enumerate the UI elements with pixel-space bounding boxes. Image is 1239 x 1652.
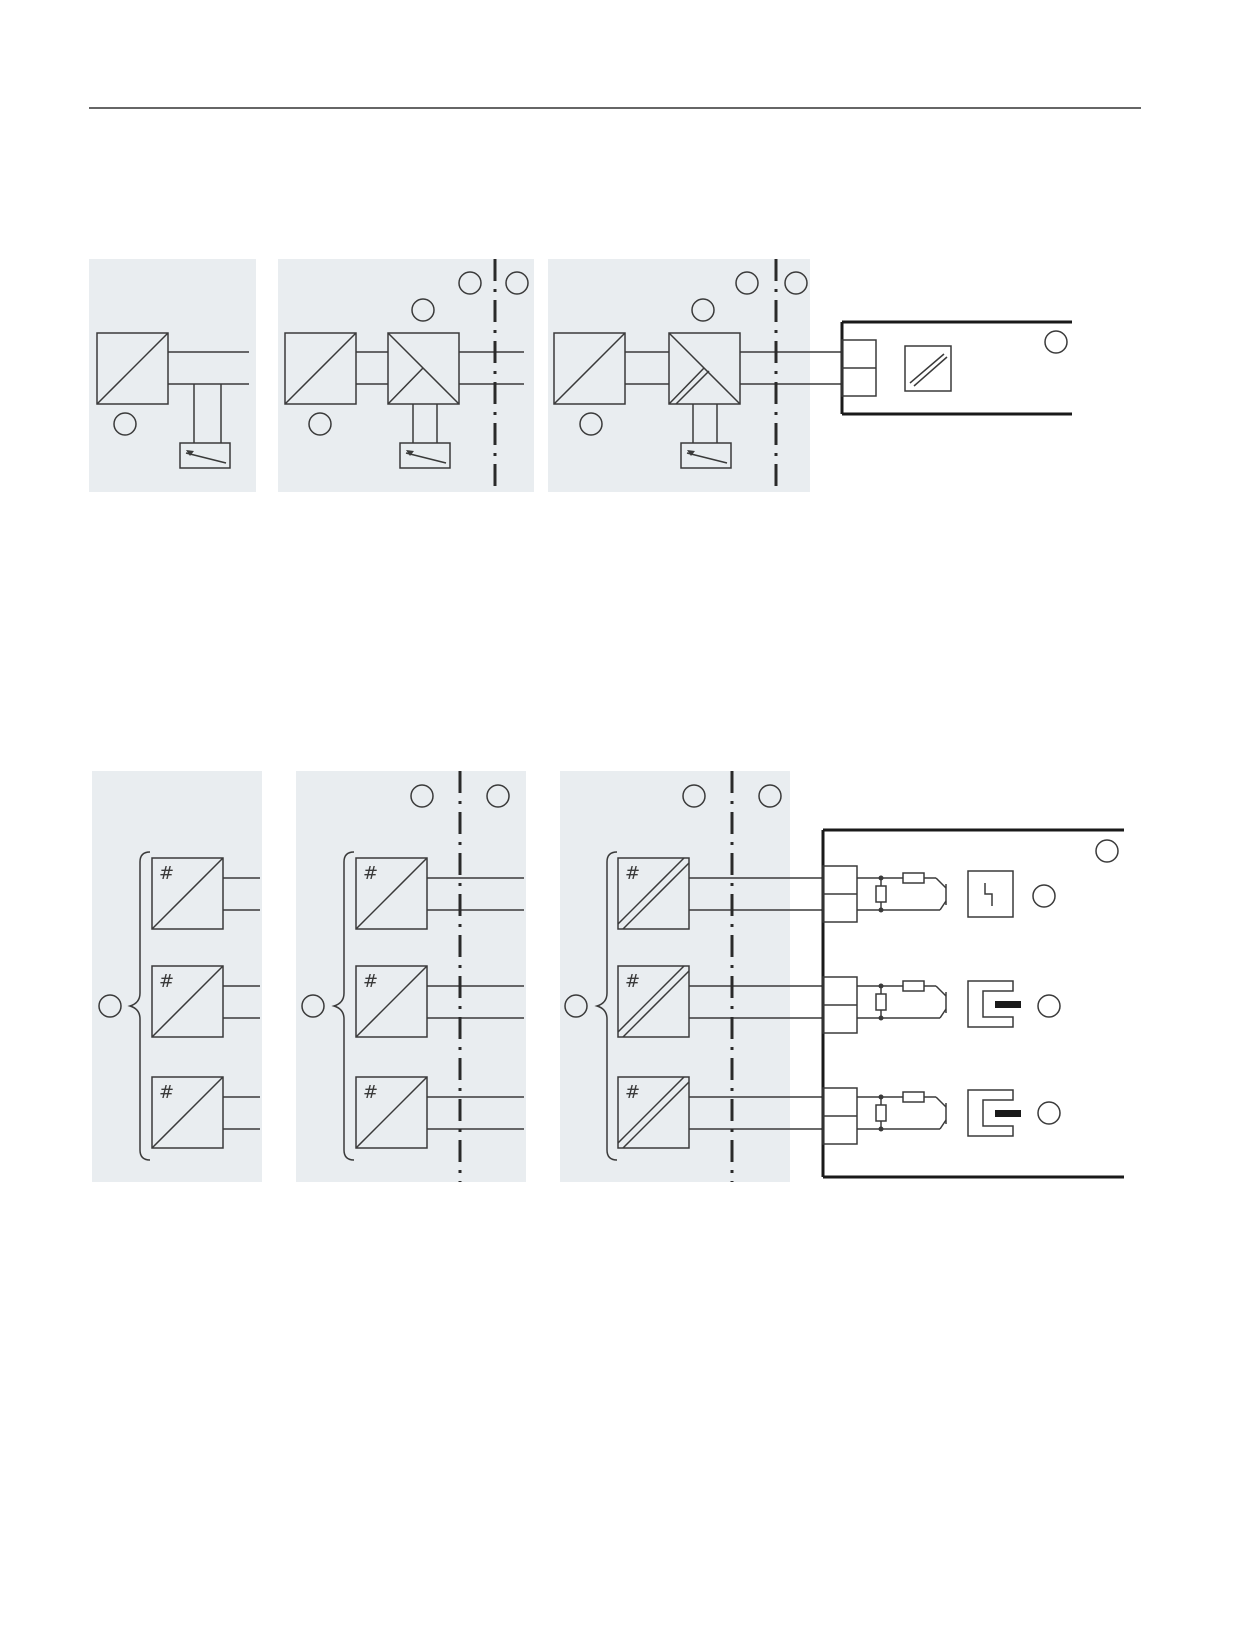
group-brace (331, 851, 355, 1161)
transistor-icon (935, 985, 947, 1019)
slot-sensor-icon (967, 980, 1014, 1028)
switch-contact-icon (967, 870, 1014, 918)
isolator-icon (668, 332, 741, 405)
converter-icon (904, 345, 952, 392)
converter-icon (617, 1076, 690, 1149)
converter-icon (617, 857, 690, 930)
lower-panel-2-content: # # # (301, 771, 524, 1182)
lower-panel-1-content: # # # (98, 851, 260, 1161)
converter-icon (151, 1076, 224, 1149)
upper-panel-2 (278, 259, 534, 492)
callout-circle-icon (564, 994, 588, 1018)
callout-circle-icon (1095, 839, 1119, 863)
lower-panel-3-content: # # # (564, 771, 823, 1182)
hash-label: # (159, 1082, 174, 1103)
upper-diagram (89, 259, 1072, 492)
transistor-icon (935, 1096, 947, 1130)
callout-circle-icon (1037, 1101, 1061, 1125)
upper-panel-3-content (553, 259, 842, 492)
channel-1 (822, 865, 1056, 923)
lower-panel-3 (560, 771, 790, 1182)
resistor-icon (875, 993, 887, 1011)
callout-circle-icon (1044, 330, 1068, 354)
hash-label: # (625, 971, 640, 992)
upper-panel-1-content (96, 332, 249, 469)
meter-icon (680, 442, 732, 469)
callout-circle-icon (579, 412, 603, 436)
upper-panel-3 (548, 259, 810, 492)
callout-circle-icon (784, 271, 808, 295)
converter-icon (151, 965, 224, 1038)
group-brace (127, 851, 151, 1161)
converter-icon (96, 332, 169, 405)
channel-2 (822, 976, 1061, 1034)
converter-icon (284, 332, 357, 405)
lower-diagram: # # # # # (92, 771, 1124, 1182)
resistor-icon (902, 980, 925, 992)
converter-icon (553, 332, 626, 405)
isolator-icon (387, 332, 460, 405)
hash-label: # (625, 863, 640, 884)
converter-icon (617, 965, 690, 1038)
hash-label: # (363, 863, 378, 884)
callout-circle-icon (458, 271, 482, 295)
converter-icon (355, 965, 428, 1038)
resistor-icon (902, 1091, 925, 1103)
slot-sensor-icon (967, 1089, 1014, 1137)
upper-field-device (840, 320, 1072, 416)
transistor-icon (935, 877, 947, 911)
hash-label: # (159, 863, 174, 884)
callout-circle-icon (682, 784, 706, 808)
meter-icon (399, 442, 451, 469)
hash-label: # (363, 971, 378, 992)
resistor-icon (875, 1104, 887, 1122)
callout-circle-icon (98, 994, 122, 1018)
callout-circle-icon (411, 298, 435, 322)
hash-label: # (363, 1082, 378, 1103)
callout-circle-icon (505, 271, 529, 295)
callout-circle-icon (301, 994, 325, 1018)
converter-icon (151, 857, 224, 930)
callout-circle-icon (486, 784, 510, 808)
callout-circle-icon (758, 784, 782, 808)
resistor-icon (902, 872, 925, 884)
lower-panel-1 (92, 771, 262, 1182)
meter-icon (179, 442, 231, 469)
lower-field-device (821, 828, 1124, 1179)
resistor-icon (875, 885, 887, 903)
upper-panel-1 (89, 259, 256, 492)
converter-icon (355, 857, 428, 930)
callout-circle-icon (735, 271, 759, 295)
callout-circle-icon (1032, 884, 1056, 908)
hash-label: # (159, 971, 174, 992)
group-brace (594, 851, 618, 1161)
upper-panel-2-content (284, 259, 529, 492)
channel-3 (822, 1087, 1061, 1145)
callout-circle-icon (410, 784, 434, 808)
callout-circle-icon (113, 412, 137, 436)
lower-panel-2 (296, 771, 526, 1182)
callout-circle-icon (1037, 994, 1061, 1018)
callout-circle-icon (691, 298, 715, 322)
hash-label: # (625, 1082, 640, 1103)
callout-circle-icon (308, 412, 332, 436)
converter-icon (355, 1076, 428, 1149)
